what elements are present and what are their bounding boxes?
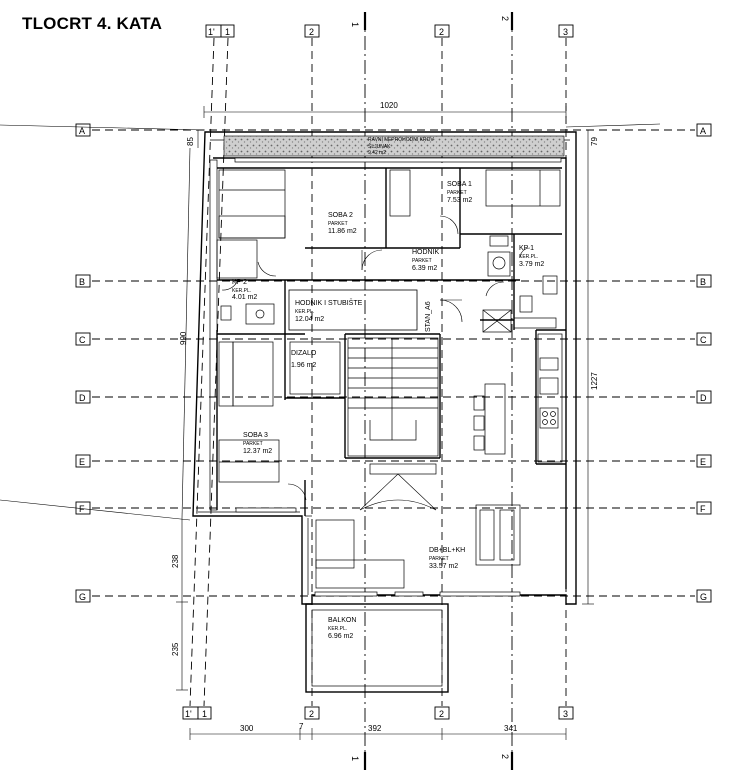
room-balkon-floor: KER.PL. — [328, 626, 347, 632]
room-roof-floor: ŠLJUNAK — [368, 143, 391, 150]
axis-col-1p-bottom: 1' — [185, 709, 192, 719]
room-soba3-area: 12.37 m2 — [243, 448, 272, 455]
axis-col-3-top: 3 — [563, 27, 568, 37]
axis-row-g-left: G — [79, 592, 86, 602]
stubiste-label-box — [288, 289, 418, 331]
axis-row-b-left: B — [79, 277, 85, 287]
axis-col-2a-bottom: 2 — [309, 709, 314, 719]
section-lines — [363, 12, 514, 770]
axis-col-2b-bottom: 2 — [439, 709, 444, 719]
room-roof-name: RAVNI NEPROHODNI KROV — [368, 137, 434, 143]
axis-col-3-bottom: 3 — [563, 709, 568, 719]
room-hodnik-floor: PARKET — [412, 258, 432, 264]
dimension-lines — [0, 106, 661, 740]
room-soba3-floor: PARKET — [243, 441, 263, 447]
dim-left-top: 85 — [186, 137, 195, 146]
dim-bottom-3: 392 — [368, 724, 382, 733]
room-stan-name: STAN_A6 — [425, 301, 432, 332]
room-kp1-name: KP 1 — [519, 245, 534, 252]
room-dbk-area: 33.57 m2 — [429, 563, 458, 570]
axis-row-a-right: A — [700, 126, 706, 136]
axis-row-c-left: C — [79, 335, 86, 345]
room-dizalo-area: 1.96 m2 — [291, 362, 316, 369]
room-soba2-area: 11.86 m2 — [328, 228, 357, 235]
dim-right-mid: 1227 — [590, 372, 599, 390]
room-roof-area: 9.42 m2 — [368, 150, 386, 156]
section-mark-top-2: 2 — [500, 16, 510, 21]
axis-col-1-bottom: 1 — [202, 709, 207, 719]
column-axis-markers — [182, 24, 574, 720]
room-dbk-name: DB+BL+KH — [429, 547, 465, 554]
dim-right-top: 79 — [590, 137, 599, 146]
axis-row-b-right: B — [700, 277, 706, 287]
room-soba2-name: SOBA 2 — [328, 212, 353, 219]
room-balkon-name: BALKON — [328, 617, 356, 624]
room-balkon-area: 6.96 m2 — [328, 633, 353, 640]
room-soba1-area: 7.53 m2 — [447, 197, 472, 204]
dim-left-low2: 235 — [171, 642, 180, 656]
kitchen-dining-furniture — [315, 333, 563, 589]
room-soba3-name: SOBA 3 — [243, 432, 268, 439]
bedroom-furniture — [218, 169, 561, 483]
room-hodnik-area: 6.39 m2 — [412, 265, 437, 272]
axis-row-a-left: A — [79, 126, 85, 136]
bathroom-fixtures — [216, 235, 558, 333]
balcony — [305, 603, 449, 693]
room-dizalo-name: DIZALO — [291, 350, 317, 357]
room-stubiste-name: HODNIK I STUBIŠTE — [295, 298, 363, 307]
axis-row-g-right: G — [700, 592, 707, 602]
dim-top-width: 1020 — [380, 101, 398, 110]
dim-left-mid: 990 — [179, 331, 188, 345]
stairs — [289, 337, 439, 457]
room-hodnik-name: HODNIK — [412, 249, 440, 256]
room-soba1-name: SOBA 1 — [447, 181, 472, 188]
axis-col-2a-top: 2 — [309, 27, 314, 37]
axis-row-f-right: F — [700, 504, 706, 514]
axis-row-f-left: F — [79, 504, 85, 514]
room-kp1-floor: KER.PL. — [519, 254, 538, 260]
room-dbk-floor: PARKET — [429, 556, 449, 562]
section-mark-bottom-2: 2 — [500, 754, 510, 759]
axis-col-2b-top: 2 — [439, 27, 444, 37]
room-kp2-area: 4.01 m2 — [232, 294, 257, 301]
dim-bottom-4: 341 — [504, 724, 518, 733]
axis-col-1p-top: 1' — [208, 27, 215, 37]
axis-row-e-left: E — [79, 457, 85, 467]
section-mark-bottom-1: 1 — [350, 756, 360, 761]
dim-bottom-1: 300 — [240, 724, 254, 733]
room-soba2-floor: PARKET — [328, 221, 348, 227]
axis-col-1-top: 1 — [225, 27, 230, 37]
horizontal-grid-lines — [92, 129, 695, 597]
axis-row-c-right: C — [700, 335, 707, 345]
windows — [234, 157, 562, 597]
room-stubiste-floor: KER.PL. — [295, 309, 314, 315]
room-kp1-area: 3.79 m2 — [519, 261, 544, 268]
axis-row-e-right: E — [700, 457, 706, 467]
room-kp2-floor: KER.PL. — [232, 288, 251, 294]
section-mark-top-1: 1 — [350, 22, 360, 27]
room-soba1-floor: PARKET — [447, 190, 467, 196]
room-kp2-name: KP 2 — [232, 279, 247, 286]
interior-walls — [209, 159, 566, 595]
roof-gravel-area — [223, 135, 565, 157]
axis-row-d-right: D — [700, 393, 707, 403]
row-axis-markers — [75, 123, 712, 603]
axis-row-d-left: D — [79, 393, 86, 403]
room-stubiste-area: 12.04 m2 — [295, 316, 324, 323]
plan-title: TLOCRT 4. KATA — [22, 14, 163, 33]
dim-left-low1: 238 — [171, 554, 180, 568]
dim-bottom-2: 7 — [299, 722, 304, 731]
doors — [221, 215, 531, 511]
